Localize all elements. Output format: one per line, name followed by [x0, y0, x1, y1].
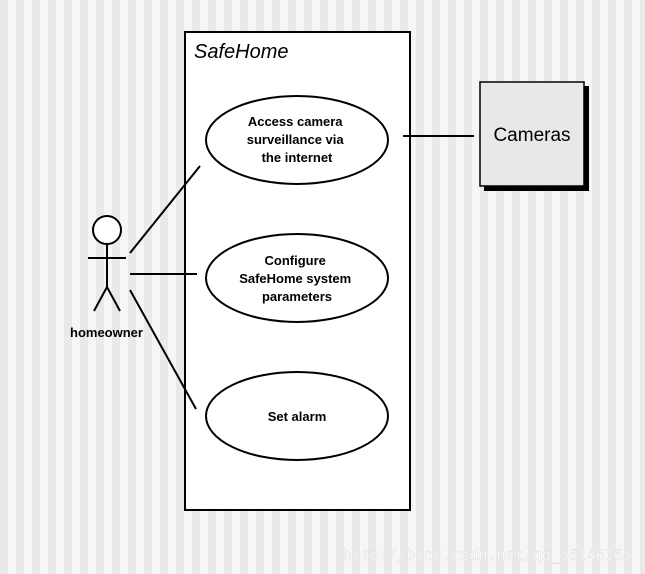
use-case-1-line-1: Access camera: [248, 114, 343, 129]
external-system-cameras[interactable]: Cameras: [479, 81, 589, 191]
use-case-3-line-1: Set alarm: [268, 409, 327, 424]
use-case-2-line-1: Configure: [264, 253, 325, 268]
use-case-2-line-2: SafeHome system: [239, 271, 351, 286]
use-case-ellipse: [205, 95, 389, 185]
use-case-2-line-3: parameters: [262, 289, 332, 304]
svg-text:Configure SafeHome syste: Configure SafeHome system parameters: [239, 253, 355, 304]
watermark-text: http://blog.csdn.net/qq_36146165: [343, 546, 632, 564]
cameras-box: [479, 81, 585, 187]
cameras-label: Cameras: [493, 125, 570, 146]
use-case-ellipse: [205, 233, 389, 323]
use-case-1-line-3: the internet: [262, 150, 333, 165]
system-title: SafeHome: [194, 41, 289, 63]
stick-figure-icon: [88, 215, 126, 312]
actor-homeowner[interactable]: homeowner: [70, 215, 143, 340]
use-case-ellipse: [205, 371, 389, 461]
use-case-set-alarm[interactable]: Set alarm: [205, 371, 389, 461]
use-case-configure[interactable]: Configure SafeHome system parameters: [205, 233, 389, 323]
association-line: [129, 165, 201, 254]
svg-text:Access camera surveillan: Access camera surveillance via the inter…: [247, 114, 347, 165]
use-case-1-line-2: surveillance via: [247, 132, 345, 147]
use-case-access-camera[interactable]: Access camera surveillance via the inter…: [205, 95, 389, 185]
association-line: [129, 289, 197, 410]
actor-label: homeowner: [70, 325, 143, 340]
svg-text:Set alarm: Set alarm: [268, 409, 327, 424]
